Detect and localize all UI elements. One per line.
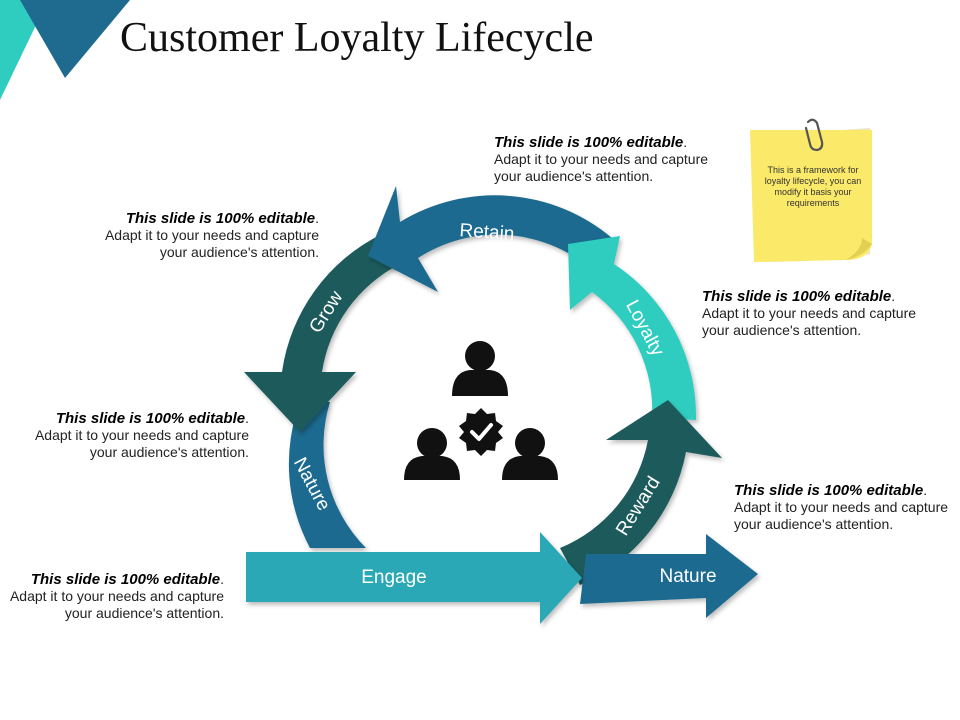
note-heading: This slide is 100% editable	[702, 288, 892, 305]
note-line2: your audience's attention.	[89, 444, 249, 460]
note-middle-left: This slide is 100% editable. Adapt it to…	[34, 410, 249, 460]
nature-left-arc	[288, 402, 366, 548]
note-line1: Adapt it to your needs and capture	[104, 227, 319, 243]
retain-label: Retain	[459, 220, 515, 245]
note-heading: This slide is 100% editable	[125, 210, 316, 227]
note-upper-left: This slide is 100% editable. Adapt it to…	[104, 210, 319, 260]
engage-label: Engage	[361, 567, 427, 588]
note-line1: Adapt it to your needs and capture	[9, 588, 224, 604]
corner-decoration	[0, 0, 130, 100]
note-line2: your audience's attention.	[734, 516, 894, 532]
grow-arc	[244, 234, 400, 432]
note-heading: This slide is 100% editable	[734, 482, 924, 499]
note-heading: This slide is 100% editable	[494, 134, 684, 151]
note-right-lower: This slide is 100% editable. Adapt it to…	[734, 482, 949, 532]
note-line1: Adapt it to your needs and capture	[34, 427, 249, 443]
sticky-note-text: This is a framework for loyalty lifecycl…	[764, 165, 862, 208]
note-line2: your audience's attention.	[64, 605, 224, 621]
note-bottom-left: This slide is 100% editable. Adapt it to…	[9, 571, 224, 621]
note-line2: your audience's attention.	[494, 168, 654, 184]
paperclip-icon	[804, 118, 824, 152]
note-line1: Adapt it to your needs and capture	[734, 499, 949, 515]
nature-right-label: Nature	[659, 566, 716, 587]
sticky-note	[750, 128, 872, 262]
check-badge-icon	[459, 408, 503, 456]
note-line1: Adapt it to your needs and capture	[494, 151, 709, 167]
people-group-icon	[404, 341, 558, 480]
note-heading: This slide is 100% editable	[55, 410, 246, 427]
retain-arc	[368, 186, 612, 292]
note-right-upper: This slide is 100% editable. Adapt it to…	[702, 288, 917, 338]
note-line2: your audience's attention.	[159, 244, 319, 260]
nature-right-arrow	[580, 534, 758, 618]
note-line1: Adapt it to your needs and capture	[702, 305, 917, 321]
loyalty-arc	[568, 236, 697, 420]
note-heading: This slide is 100% editable	[30, 571, 221, 588]
note-top: This slide is 100% editable. Adapt it to…	[494, 134, 709, 184]
page-title: Customer Loyalty Lifecycle	[120, 15, 594, 61]
note-line2: your audience's attention.	[702, 322, 862, 338]
engage-arrow	[246, 532, 582, 624]
reward-arc	[560, 400, 722, 585]
